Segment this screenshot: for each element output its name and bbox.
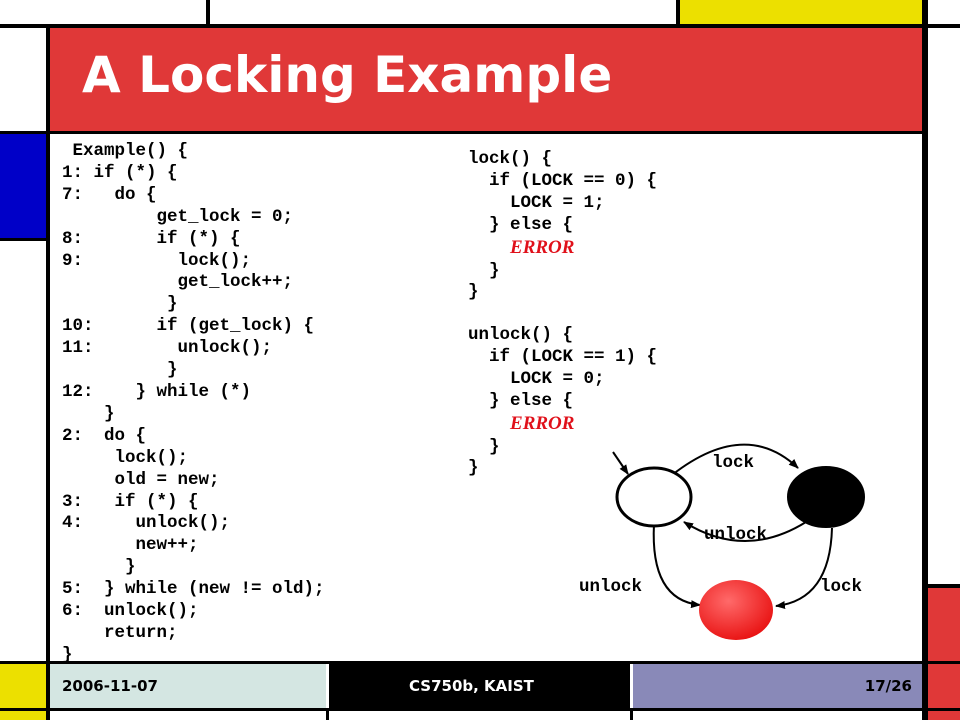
code-line: } bbox=[62, 644, 73, 665]
code-line: } bbox=[468, 260, 500, 281]
code-line: 12: } while (*) bbox=[62, 381, 252, 402]
code-line: unlock() { bbox=[468, 325, 574, 345]
code-line: 1: if (*) { bbox=[62, 162, 178, 183]
code-line: 7: do { bbox=[62, 184, 157, 205]
code-line: if (LOCK == 1) { bbox=[468, 346, 658, 367]
error-state bbox=[699, 580, 773, 640]
code-line: old = new; bbox=[62, 469, 220, 490]
error-keyword: ERROR bbox=[510, 412, 575, 434]
code-line: } bbox=[62, 403, 115, 424]
lock-label: lock bbox=[712, 453, 754, 473]
frame-line bbox=[0, 238, 50, 241]
code-line: 2: do { bbox=[62, 425, 147, 446]
unlock-error-label: unlock bbox=[579, 577, 642, 597]
unlock-transition-arrow bbox=[683, 521, 807, 542]
footer-course-cell: CS750b, KAIST bbox=[329, 664, 630, 708]
frame-line bbox=[46, 24, 50, 720]
footer-date: 2006-11-07 bbox=[62, 677, 158, 695]
code-line: if (LOCK == 0) { bbox=[468, 170, 658, 191]
lock-function-code: lock() { if (LOCK == 0) { LOCK = 1; } el… bbox=[468, 149, 657, 304]
frame-line bbox=[922, 0, 928, 720]
code-line: 11: unlock(); bbox=[62, 338, 273, 359]
code-line: 8: if (*) { bbox=[62, 228, 241, 249]
code-line: new++; bbox=[62, 535, 199, 556]
footer-date-cell: 2006-11-07 bbox=[50, 664, 326, 708]
code-line: 3: if (*) { bbox=[62, 491, 199, 512]
code-line: } bbox=[62, 360, 178, 381]
frame-line bbox=[0, 708, 960, 711]
unlocked-state bbox=[615, 466, 693, 528]
slide-title: A Locking Example bbox=[82, 46, 613, 104]
decor-red-right bbox=[928, 588, 960, 720]
decor-yellow-top-right bbox=[680, 0, 924, 24]
initial-arrow bbox=[612, 451, 629, 475]
lock-error-arrow bbox=[775, 527, 833, 609]
code-line: } bbox=[62, 294, 178, 315]
frame-line bbox=[0, 24, 960, 28]
code-line: Example() { bbox=[62, 141, 189, 161]
footer-page-cell: 17/26 bbox=[633, 664, 922, 708]
code-line: 9: lock(); bbox=[62, 250, 252, 271]
code-line: } else { bbox=[468, 390, 574, 411]
code-line: get_lock = 0; bbox=[62, 206, 294, 227]
footer-course: CS750b, KAIST bbox=[409, 677, 534, 695]
page-number: 17/26 bbox=[864, 677, 912, 695]
code-line: } bbox=[62, 557, 136, 578]
unlock-label: unlock bbox=[704, 525, 767, 545]
frame-line bbox=[630, 708, 633, 720]
code-line: return; bbox=[62, 622, 178, 643]
frame-line bbox=[924, 584, 960, 588]
code-line: LOCK = 1; bbox=[468, 192, 605, 213]
frame-line bbox=[0, 661, 960, 664]
code-line: 4: unlock(); bbox=[62, 513, 231, 534]
frame-line bbox=[206, 0, 210, 26]
title-bar: A Locking Example bbox=[50, 28, 922, 131]
decor-blue-left bbox=[0, 134, 46, 238]
code-line: } bbox=[468, 436, 500, 457]
code-line: } bbox=[468, 282, 479, 303]
lock-transition-arrow bbox=[671, 443, 799, 476]
code-line: LOCK = 0; bbox=[468, 368, 605, 389]
example-code-listing: Example() { 1: if (*) { 7: do { get_lock… bbox=[62, 141, 325, 667]
error-keyword: ERROR bbox=[510, 236, 575, 258]
unlock-function-code: unlock() { if (LOCK == 1) { LOCK = 0; } … bbox=[468, 325, 657, 480]
lock-error-label: lock bbox=[820, 577, 862, 597]
code-line: } else { bbox=[468, 214, 574, 235]
code-line: lock() { bbox=[468, 149, 553, 169]
frame-line bbox=[326, 708, 329, 720]
frame-line bbox=[676, 0, 680, 26]
unlock-error-arrow bbox=[652, 523, 701, 609]
code-line: 10: if (get_lock) { bbox=[62, 316, 315, 337]
code-line: 6: unlock(); bbox=[62, 601, 199, 622]
code-line: } bbox=[468, 458, 479, 479]
code-line: 5: } while (new != old); bbox=[62, 579, 325, 600]
frame-line bbox=[0, 131, 928, 134]
code-line: get_lock++; bbox=[62, 272, 294, 293]
locked-state bbox=[787, 466, 865, 528]
code-line: lock(); bbox=[62, 447, 189, 468]
